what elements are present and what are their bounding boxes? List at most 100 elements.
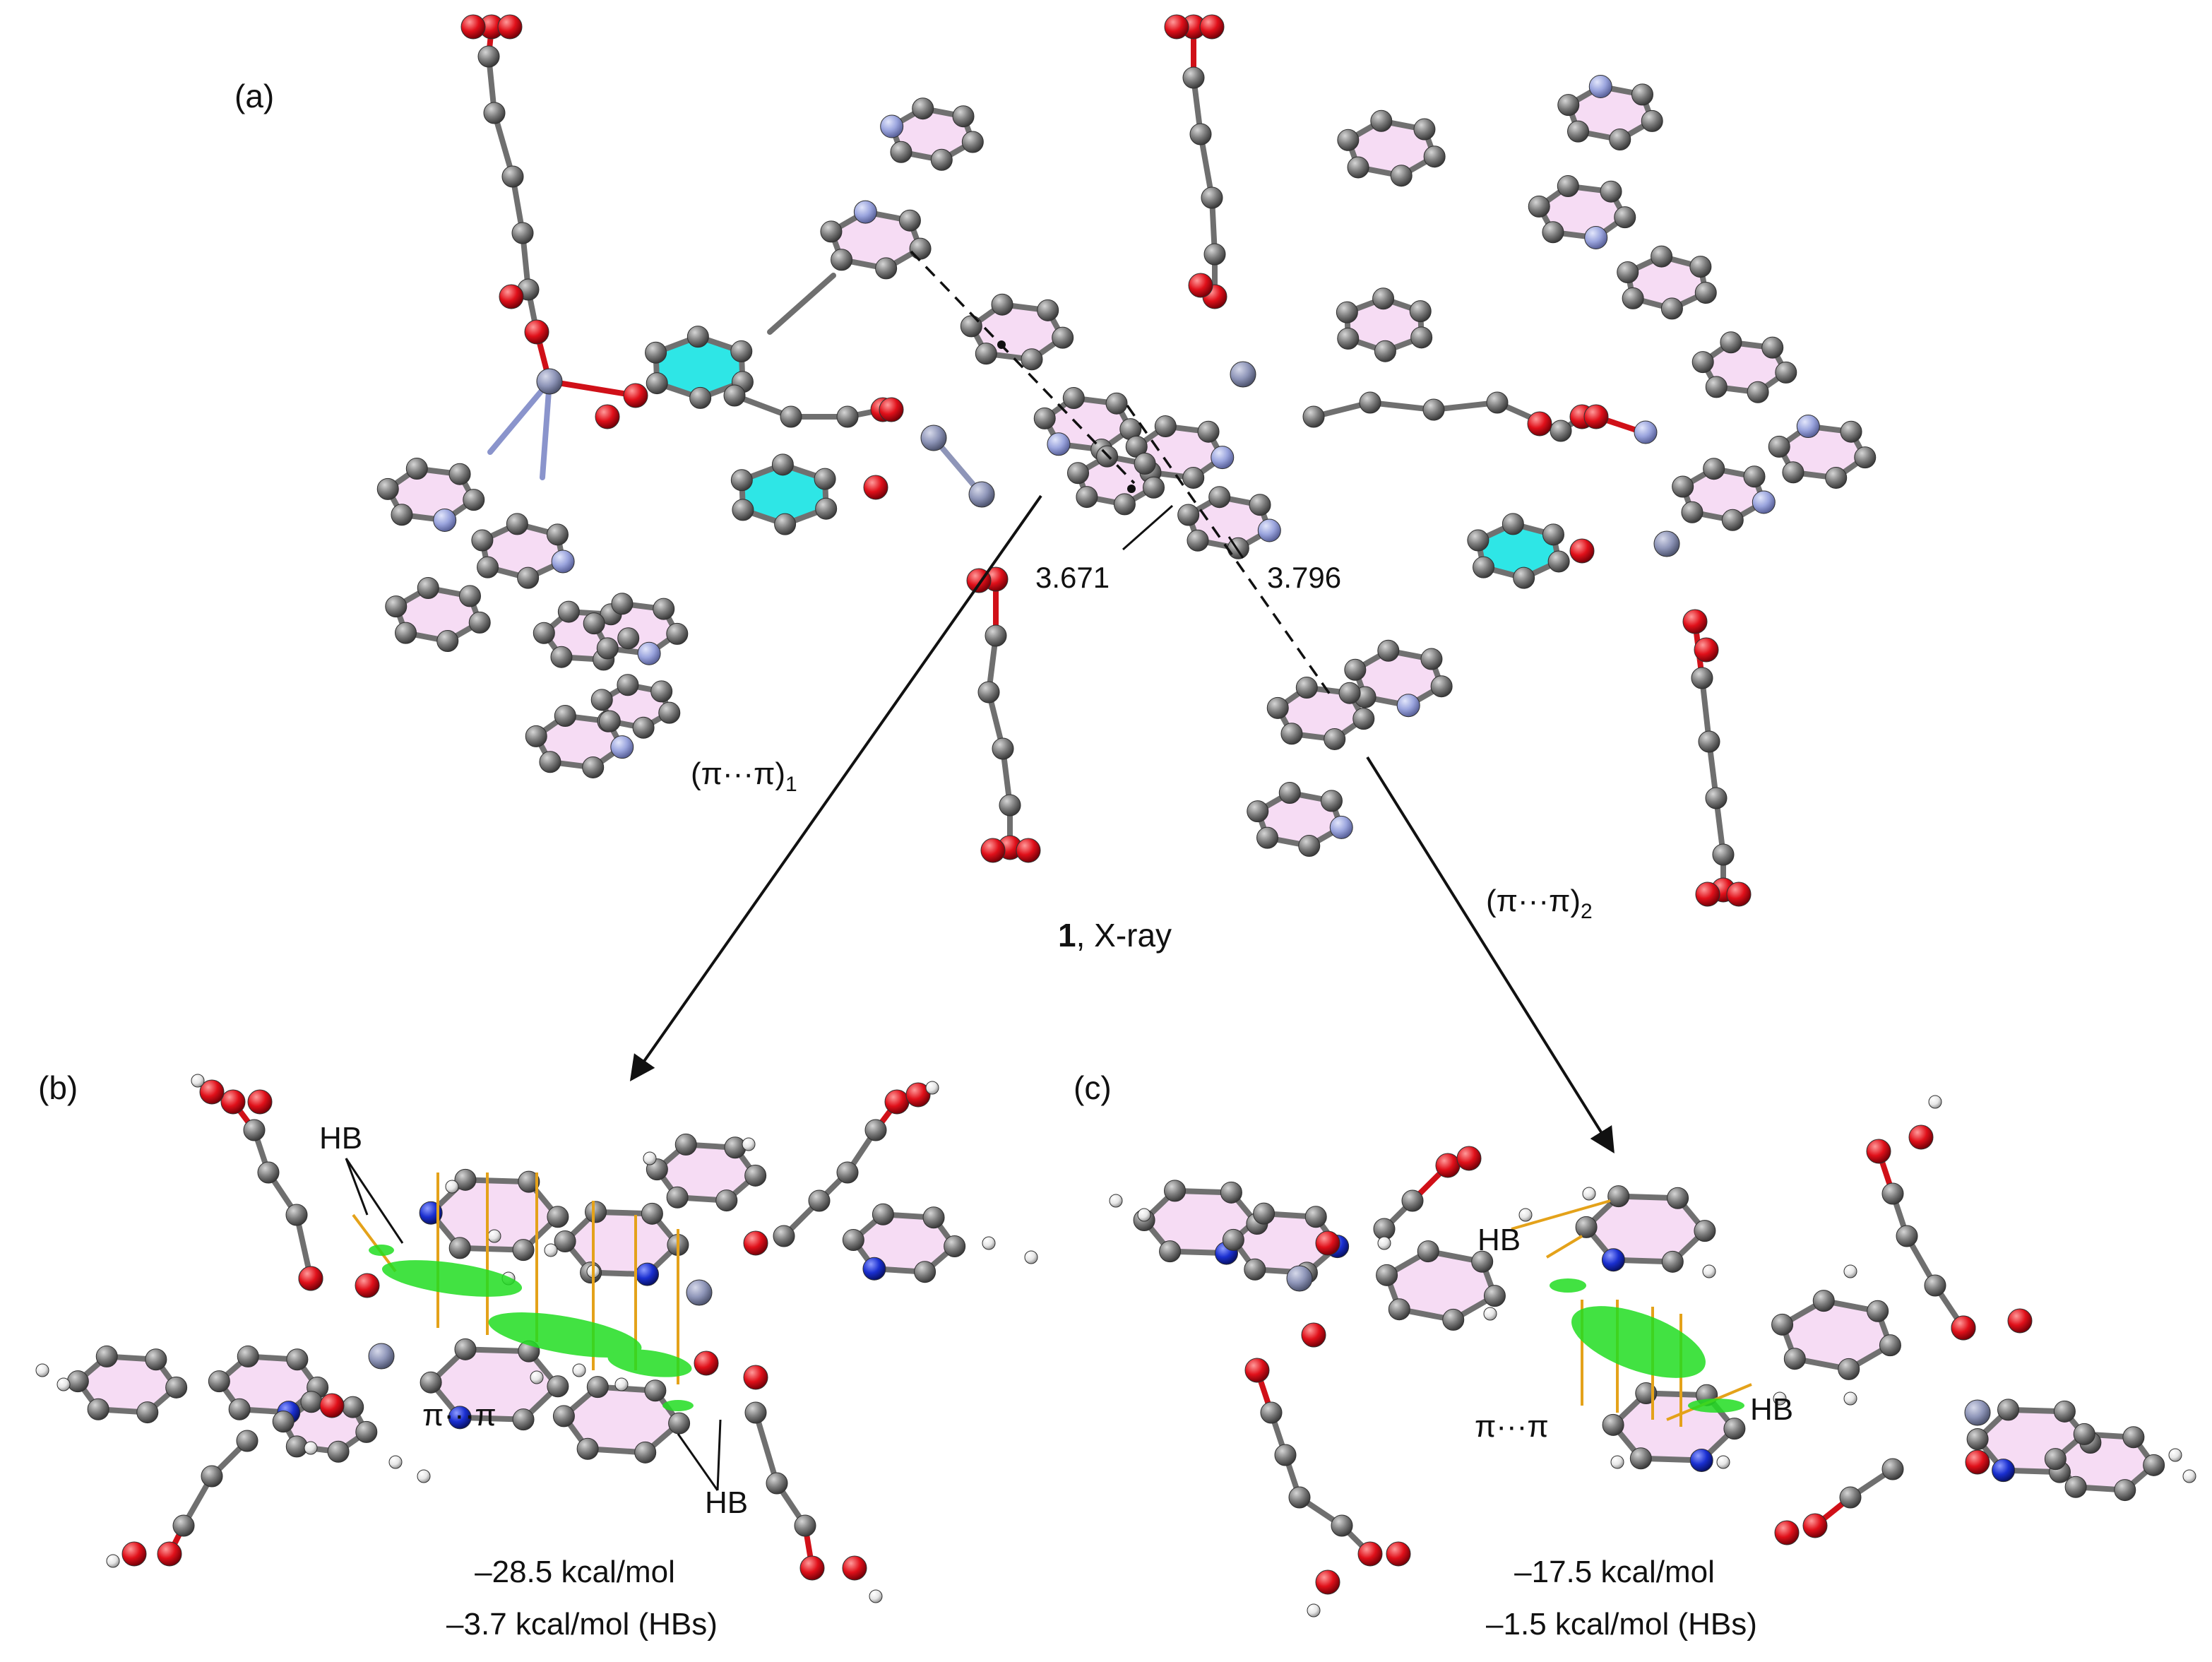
atom-C bbox=[1347, 156, 1369, 179]
atom-C bbox=[1187, 529, 1209, 552]
atom-C bbox=[774, 513, 797, 535]
atom-C bbox=[1547, 550, 1570, 573]
atom-C bbox=[1651, 245, 1673, 268]
aromatic-ring bbox=[219, 1356, 318, 1413]
atom-C bbox=[512, 1408, 535, 1431]
atom-C bbox=[1052, 326, 1074, 349]
atom-C bbox=[1344, 658, 1367, 681]
atom-C bbox=[395, 622, 417, 644]
atom-C bbox=[1661, 1250, 1684, 1273]
atom-C bbox=[1033, 407, 1056, 429]
atom-Zn bbox=[1286, 1265, 1313, 1292]
atom-O bbox=[799, 1555, 825, 1581]
atom-C bbox=[257, 1161, 280, 1184]
atom-H bbox=[742, 1137, 756, 1151]
atom-O bbox=[842, 1555, 867, 1581]
atom-O bbox=[1164, 14, 1189, 40]
hb-pointer bbox=[677, 1433, 719, 1491]
pi-pi-label-b: π···π bbox=[422, 1398, 496, 1432]
atom-C bbox=[1867, 1300, 1889, 1322]
atom-O bbox=[595, 404, 620, 429]
atom-C bbox=[477, 45, 500, 68]
atom-C bbox=[1430, 675, 1453, 698]
atom-N bbox=[635, 1262, 659, 1286]
hb-label-c-bottom: HB bbox=[1750, 1392, 1793, 1427]
atom-C bbox=[1614, 206, 1636, 229]
atom-C bbox=[1182, 466, 1205, 489]
atom-C bbox=[2044, 1448, 2067, 1471]
atom-Zn bbox=[1230, 361, 1256, 388]
aromatic-ring bbox=[891, 108, 973, 160]
atoms-layer bbox=[35, 1074, 1038, 1603]
bond bbox=[767, 273, 836, 335]
atom-C bbox=[585, 1201, 607, 1223]
atom-C bbox=[554, 705, 576, 728]
atom-C bbox=[930, 148, 953, 171]
atom-N bbox=[1992, 1459, 2016, 1483]
aromatic-ring bbox=[1188, 497, 1270, 549]
atom-O bbox=[694, 1351, 719, 1376]
panel-c-dimer-2 bbox=[1109, 1095, 2196, 1618]
atom-C bbox=[836, 405, 859, 428]
panel-a-xray-structure bbox=[376, 14, 1877, 907]
atom-N bbox=[862, 1257, 886, 1281]
atom-C bbox=[1413, 118, 1436, 141]
aromatic-ring bbox=[431, 1180, 558, 1250]
atom-O bbox=[1357, 1541, 1383, 1567]
hb-pointers bbox=[345, 1158, 722, 1491]
atom-C bbox=[617, 627, 640, 650]
aromatic-ring bbox=[853, 1214, 955, 1272]
atom-C bbox=[1502, 513, 1524, 535]
atom-H bbox=[530, 1370, 544, 1384]
atom-C bbox=[525, 725, 547, 747]
aromatic-ring bbox=[1257, 793, 1342, 846]
atom-O bbox=[1315, 1569, 1340, 1595]
atom-C bbox=[342, 1396, 364, 1418]
atom-C bbox=[653, 598, 675, 620]
atom-N bbox=[637, 641, 661, 665]
atom-O bbox=[743, 1230, 768, 1256]
atom-C bbox=[668, 1412, 691, 1435]
atom-C bbox=[1142, 476, 1165, 499]
atom-C bbox=[1782, 461, 1804, 484]
atom-C bbox=[458, 585, 481, 607]
atom-C bbox=[815, 497, 838, 520]
atom-C bbox=[1280, 723, 1303, 745]
atom-C bbox=[1743, 465, 1766, 488]
atom-C bbox=[546, 523, 569, 546]
interaction-label-1: (π···π)1 bbox=[691, 756, 797, 796]
atom-H bbox=[1377, 1236, 1391, 1250]
atom-C bbox=[1390, 165, 1413, 187]
atom-C bbox=[136, 1401, 159, 1424]
atom-C bbox=[875, 257, 898, 280]
atom-C bbox=[477, 556, 499, 578]
atom-C bbox=[1337, 129, 1360, 151]
atom-C bbox=[744, 1164, 767, 1187]
atom-C bbox=[922, 1206, 945, 1229]
atom-C bbox=[1304, 1206, 1327, 1228]
atom-C bbox=[715, 1189, 738, 1212]
atom-C bbox=[596, 637, 619, 660]
atom-C bbox=[1037, 299, 1059, 321]
atom-C bbox=[1370, 109, 1393, 132]
atom-C bbox=[1203, 243, 1226, 266]
atom-C bbox=[1667, 1187, 1689, 1209]
atom-C bbox=[463, 489, 485, 511]
atom-O bbox=[863, 475, 888, 500]
atom-C bbox=[1825, 466, 1848, 489]
atom-C bbox=[1331, 1514, 1353, 1537]
bond bbox=[492, 110, 516, 179]
atom-H bbox=[1024, 1250, 1038, 1264]
atom-C bbox=[417, 577, 439, 600]
atom-C bbox=[1689, 256, 1712, 278]
atom-N bbox=[1329, 815, 1353, 839]
atom-C bbox=[909, 237, 932, 260]
atom-O bbox=[1802, 1513, 1828, 1538]
atom-C bbox=[511, 222, 534, 244]
atom-C bbox=[454, 1168, 477, 1191]
atom-C bbox=[501, 165, 524, 188]
atom-C bbox=[557, 600, 580, 623]
atom-O bbox=[1188, 273, 1213, 298]
atom-O bbox=[220, 1089, 246, 1115]
atom-C bbox=[2053, 1400, 2076, 1423]
